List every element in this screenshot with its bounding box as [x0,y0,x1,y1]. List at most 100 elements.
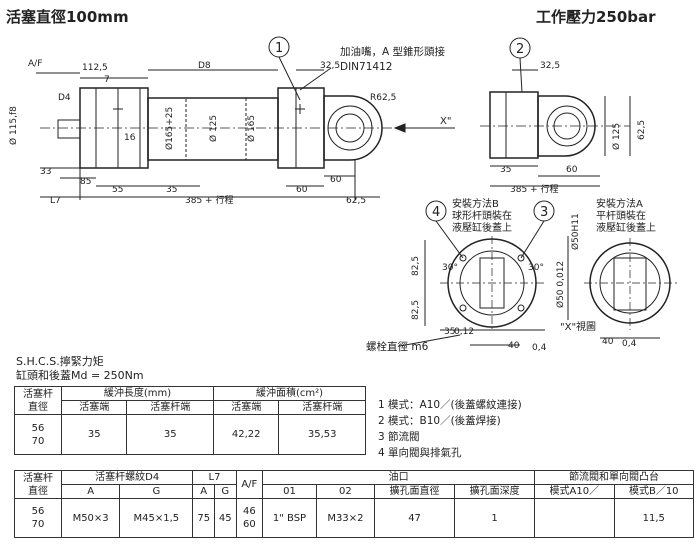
dim-d4: D4 [58,93,71,103]
t2-port-header: 油口 [262,470,536,485]
mount-a-1: 安裝方法A [596,197,643,210]
mount-a-2: 平杆頭裝在 [596,209,646,222]
t2-port-01: 1" BSP [262,498,317,538]
port-table: 活塞杆 直徑 活塞杆螺紋D4 L7 A/F 油口 節流閥和單向閥凸台 A G A… [14,470,694,538]
t1-len-piston: 35 [60,414,128,455]
dim-85: 85 [80,177,91,187]
t2-port-02: M33×2 [315,498,376,538]
dim-012: 0,12 [454,327,474,337]
t2-mode-a10-value [534,498,615,538]
t2-thread-g: M45×1,5 [119,498,194,538]
t2-mode-a10: 模式A10／ [534,484,615,499]
dim-50h11: Ø50H11 [570,213,581,250]
torque-note-1: S.H.C.S.擰緊力矩 [16,355,104,368]
t1-area-rod: 35,53 [278,414,366,455]
mount-b-1: 安裝方法B [452,197,499,210]
legend-item-1: 1 模式：A10／(後蓋螺紋連接) [378,399,522,411]
dim-165: Ø 165 [246,115,257,142]
working-pressure: 工作壓力250bar [536,8,656,26]
t1-area-header: 緩沖面積(cm²) [212,386,367,401]
t2-hole-depth-value: 1 [454,498,536,538]
dim-7: 7 [104,75,110,85]
dim-112: 112,5 [82,63,108,73]
t2-g2: G [213,484,237,499]
t1-rod-header: 活塞杆 直徑 [14,386,62,415]
t2-l7-g: 45 [213,498,237,538]
dim-stroke-1: 385 + 行程 [185,194,233,206]
dim-82-5a: 82,5 [411,256,421,276]
legend-item-2: 2 模式：B10／(後蓋焊接) [378,415,501,427]
dim-165-25: Ø165+25 [164,107,175,150]
dim-125b: Ø 125 [611,123,622,150]
t2-mode-b10: 模式B／10 [613,484,694,499]
dim-l7: L7 [50,196,61,206]
mount-b-2: 球形杆頭裝在 [452,209,512,222]
t2-hole-d-value: 47 [374,498,456,538]
t2-hole-d: 擴孔面直徑 [374,484,456,499]
dim-35: 35 [166,185,177,195]
torque-note-2: 缸頭和後蓋Md = 250Nm [16,369,144,382]
callout-3: 3 [540,205,548,220]
t1-piston-header-2: 活塞端 [212,400,280,415]
t2-thread-a: M50×3 [60,498,121,538]
t1-rodend-header-2: 活塞杆端 [278,400,366,415]
t2-rod-header: 活塞杆 直徑 [14,470,62,499]
dim-62-5: 62,5 [346,196,366,206]
dim-stroke-2: 385 + 行程 [510,183,558,195]
dim-60b: 60 [330,175,342,185]
t2-valve-header: 節流閥和單向閥凸台 [534,470,694,485]
t1-piston-header: 活塞端 [60,400,128,415]
dim-125: Ø 125 [208,115,219,142]
mount-a-3: 液壓缸後蓋上 [596,221,656,234]
dim-04b: 0,4 [622,339,637,349]
legend-item-4: 4 單向閥與排氣孔 [378,447,462,459]
view-x-label: "X"視圖 [560,320,596,333]
dim-d8: D8 [198,61,211,71]
dim-32-5b: 32,5 [540,61,560,71]
dim-x-arrow: X" [440,116,451,127]
dim-04a: 0,4 [532,343,547,353]
legend-item-3: 3 節流閥 [378,431,420,443]
dim-35b: 35 [500,165,511,175]
dim-115: Ø 115,f8 [8,106,19,145]
t2-thread-header: 活塞杆螺紋D4 [60,470,194,485]
dim-60c: 60 [566,165,578,175]
dim-33: 33 [40,167,51,177]
t2-l7-header: L7 [192,470,237,485]
piston-outline [185,97,247,161]
dim-60a: 60 [296,185,308,195]
t2-hole-depth: 擴孔面深度 [454,484,536,499]
dim-30a: 30° [442,263,458,273]
callout-4: 4 [432,205,440,220]
t1-rod-values: 56 70 [14,414,62,455]
t2-c01: 01 [262,484,317,499]
dim-32-5: 32,5 [320,61,340,71]
dim-62-5b: 62,5 [637,120,647,140]
t2-a2: A [192,484,215,499]
mount-b-3: 液壓缸後蓋上 [452,221,512,234]
callout-1: 1 [275,41,283,56]
bolt-diameter: 螺栓直徑 m6 [366,340,429,353]
t2-af-values: 46 60 [235,498,264,538]
t2-rod-values: 56 70 [14,498,62,538]
t2-c02: 02 [315,484,376,499]
dim-30b: 30° [528,263,544,273]
t2-af-header: A/F [235,470,264,499]
t2-a: A [60,484,121,499]
nipple-note-1: 加油嘴，A 型錐形頭接 [340,45,446,58]
dim-82-5b: 82,5 [411,300,421,320]
side-head [489,91,539,159]
t1-len-rod: 35 [126,414,214,455]
dim-af: A/F [28,59,42,69]
dim-35c: 35 [444,327,455,337]
t1-rodend-header: 活塞杆端 [126,400,214,415]
t1-area-piston: 42,22 [212,414,280,455]
callout-2: 2 [516,42,524,57]
page-title: 活塞直徑100mm [6,8,129,26]
dim-16: 16 [124,133,136,143]
dim-55: 55 [112,185,123,195]
dim-40b: 40 [602,337,614,347]
rod-thread [57,119,81,139]
dim-40a: 40 [508,341,520,351]
